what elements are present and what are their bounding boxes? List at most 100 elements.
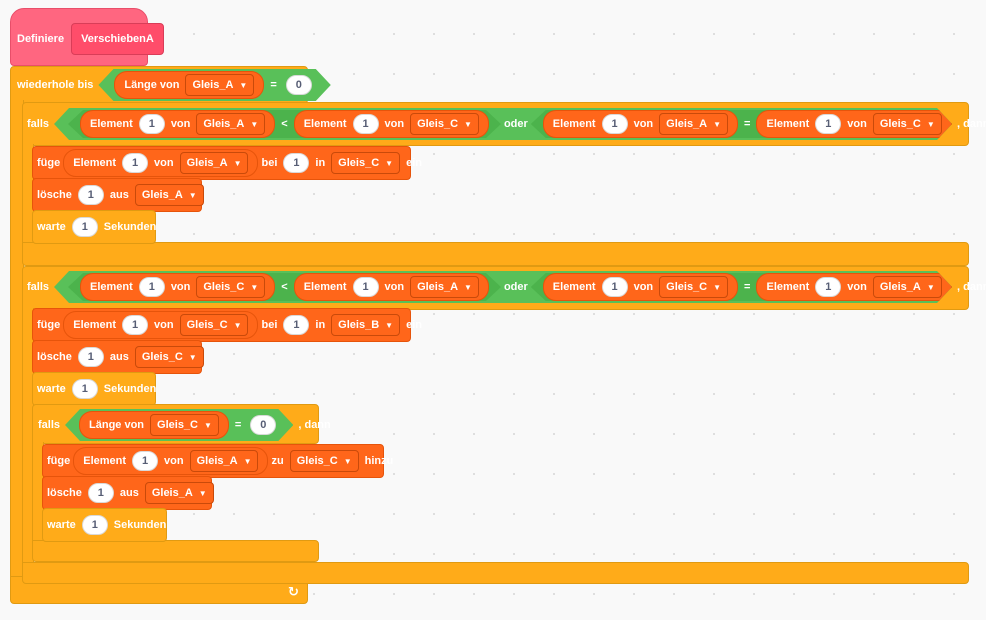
- item-of-list-reporter[interactable]: Element 1 von Gleis_C▼: [80, 273, 275, 301]
- dropdown-caret-icon: ▼: [385, 320, 394, 330]
- dropdown-caret-icon: ▼: [713, 282, 722, 292]
- of-label: von: [170, 281, 191, 293]
- list-dropdown[interactable]: Gleis_C ▼: [150, 414, 219, 436]
- dropdown-caret-icon: ▼: [464, 119, 472, 129]
- list-dropdown[interactable]: Gleis_C▼: [873, 113, 942, 135]
- element-label: Element: [303, 281, 347, 293]
- position-input[interactable]: 1: [283, 315, 310, 335]
- list-length-reporter[interactable]: Länge von Gleis_C▼: [79, 411, 229, 439]
- element-label: Element: [766, 281, 810, 293]
- index-input[interactable]: 1: [77, 185, 104, 205]
- list-dropdown[interactable]: Gleis_C▼: [196, 276, 265, 298]
- list-dropdown[interactable]: Gleis_A ▼: [134, 184, 204, 206]
- operator-sign: <: [281, 281, 288, 293]
- index-input[interactable]: 1: [139, 114, 165, 134]
- list-dropdown[interactable]: Gleis_A ▼: [144, 482, 214, 504]
- list-dropdown[interactable]: Gleis_C▼: [659, 276, 728, 298]
- item-of-list-reporter[interactable]: Element 1 von Gleis_A▼: [756, 273, 951, 301]
- index-input[interactable]: 1: [815, 277, 841, 297]
- then-label: , dann: [957, 118, 986, 130]
- equals-operator[interactable]: Länge von Gleis_C▼ = 0: [65, 409, 293, 441]
- list-dropdown[interactable]: Gleis_C▼: [134, 346, 204, 368]
- list-dropdown[interactable]: Gleis_C ▼: [410, 113, 479, 135]
- list-name: Gleis_B: [338, 319, 380, 331]
- index-input[interactable]: 1: [87, 483, 114, 503]
- index-input[interactable]: 1: [132, 451, 159, 471]
- item-of-list-reporter[interactable]: Element 1 von Gleis_A▼: [294, 273, 489, 301]
- index-input[interactable]: 1: [353, 114, 379, 134]
- list-dropdown[interactable]: Gleis_B ▼: [331, 314, 401, 336]
- list-dropdown[interactable]: Gleis_C▼: [331, 152, 401, 174]
- item-of-list-reporter[interactable]: Element 1 von Gleis_A▼: [543, 110, 738, 138]
- dropdown-caret-icon: ▼: [188, 190, 197, 200]
- item-of-list-reporter[interactable]: Element 1 von Gleis_C▼: [756, 110, 951, 138]
- seconds-input[interactable]: 1: [81, 515, 108, 535]
- list-dropdown[interactable]: Gleis_A▼: [410, 276, 479, 298]
- equals-operator[interactable]: Element 1 von Gleis_A▼ = Element 1 von G…: [531, 110, 964, 138]
- index-input[interactable]: 1: [602, 114, 628, 134]
- if-label: falls: [38, 419, 61, 431]
- list-dropdown[interactable]: Gleis_A▼: [873, 276, 942, 298]
- list-name: Gleis_A: [151, 487, 193, 499]
- operator-sign: <: [281, 118, 288, 130]
- or-operator[interactable]: Element 1 von Gleis_A▼ < Element 1 von G…: [54, 108, 952, 140]
- dropdown-caret-icon: ▼: [250, 282, 259, 292]
- less-than-operator[interactable]: Element 1 von Gleis_C▼ < Element 1 von G…: [68, 273, 501, 301]
- delete-row: lösche 1 aus Gleis_A▼: [34, 179, 207, 211]
- item-of-list-reporter[interactable]: Element 1 von Gleis_C▼: [63, 311, 259, 339]
- index-input[interactable]: 1: [77, 347, 104, 367]
- dropdown-caret-icon: ▼: [204, 420, 212, 430]
- of-label: von: [154, 157, 174, 169]
- list-name: Gleis_C: [157, 419, 198, 431]
- number-input[interactable]: 0: [286, 75, 312, 95]
- or-operator[interactable]: Element 1 von Gleis_C▼ < Element 1 von G…: [54, 271, 952, 303]
- from-label: aus: [109, 189, 129, 201]
- position-input[interactable]: 1: [283, 153, 310, 173]
- index-input[interactable]: 1: [139, 277, 165, 297]
- list-dropdown[interactable]: Gleis_A▼: [185, 74, 254, 96]
- item-of-list-reporter[interactable]: Element 1 von Gleis_A▼: [73, 447, 269, 475]
- list-name: Gleis_C: [417, 118, 459, 130]
- equals-operator[interactable]: Element 1 von Gleis_C▼ = Element 1 von G…: [531, 273, 964, 301]
- seconds-label: Sekunden: [103, 221, 157, 233]
- item-of-list-reporter[interactable]: Element 1 von Gleis_A▼: [63, 149, 259, 177]
- if-block-foot: [22, 562, 969, 584]
- index-input[interactable]: 1: [602, 277, 628, 297]
- less-than-operator[interactable]: Element 1 von Gleis_A▼ < Element 1 von G…: [68, 110, 501, 138]
- list-dropdown[interactable]: Gleis_A▼: [179, 152, 249, 174]
- index-input[interactable]: 1: [122, 315, 149, 335]
- of-label: von: [164, 455, 184, 467]
- insert-label: füge: [37, 319, 61, 331]
- number-input[interactable]: 0: [250, 415, 276, 435]
- seconds-input[interactable]: 1: [71, 217, 98, 237]
- dropdown-caret-icon: ▼: [188, 352, 197, 362]
- element-label: Element: [303, 118, 347, 130]
- equals-operator[interactable]: Länge von Gleis_A▼ = 0: [98, 69, 330, 101]
- list-dropdown[interactable]: Gleis_C▼: [179, 314, 249, 336]
- of-label: von: [847, 281, 867, 293]
- of-label: von: [633, 118, 654, 130]
- index-input[interactable]: 1: [815, 114, 841, 134]
- in-label: in: [315, 157, 326, 169]
- list-dropdown[interactable]: Gleis_A▼: [196, 113, 265, 135]
- seconds-input[interactable]: 1: [71, 379, 98, 399]
- index-input[interactable]: 1: [122, 153, 149, 173]
- list-name: Gleis_A: [141, 189, 183, 201]
- custom-block-name: VerschiebenA: [81, 33, 154, 45]
- dropdown-caret-icon: ▼: [198, 488, 207, 498]
- list-dropdown[interactable]: Gleis_A▼: [659, 113, 728, 135]
- at-label: bei: [261, 319, 278, 331]
- list-dropdown[interactable]: Gleis_C▼: [289, 450, 359, 472]
- list-dropdown[interactable]: Gleis_A▼: [189, 450, 259, 472]
- list-name: Gleis_A: [192, 79, 234, 91]
- list-length-reporter[interactable]: Länge von Gleis_A▼: [114, 71, 264, 99]
- to-label: zu: [271, 455, 284, 467]
- item-of-list-reporter[interactable]: Element 1 von Gleis_C▼: [543, 273, 738, 301]
- item-of-list-reporter[interactable]: Element 1 von Gleis_A▼: [80, 110, 275, 138]
- custom-block-prototype[interactable]: VerschiebenA: [71, 23, 164, 55]
- index-input[interactable]: 1: [353, 277, 379, 297]
- item-of-list-reporter[interactable]: Element 1 von Gleis_C▼: [294, 110, 489, 138]
- dropdown-caret-icon: ▼: [464, 282, 472, 292]
- list-name: Gleis_C: [338, 157, 380, 169]
- operator-sign: =: [744, 281, 751, 293]
